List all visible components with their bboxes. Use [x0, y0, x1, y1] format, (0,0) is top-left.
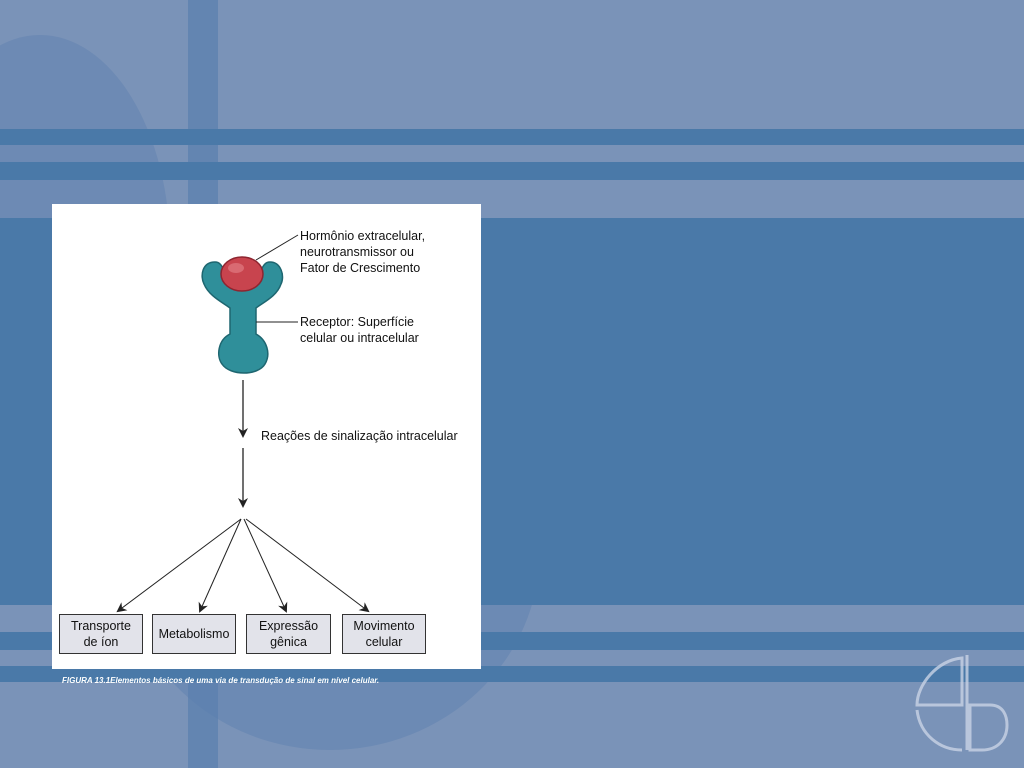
publisher-logo: [915, 655, 1009, 752]
hormone-ligand: [220, 256, 264, 292]
figure-caption: FIGURA 13.1Elementos básicos de uma via …: [62, 676, 380, 685]
target-box-metabolism: Metabolismo: [152, 614, 236, 654]
hormone-label: Hormônio extracelular, neurotransmissor …: [300, 229, 426, 275]
diagram-graphics: [116, 234, 370, 613]
arrow-to-ion-transport: [116, 518, 242, 613]
target-box-ion-transport: Transporte de íon: [59, 614, 143, 654]
target-box-gene-expression: Expressão gênica: [246, 614, 331, 654]
signal-transduction-figure: Hormônio extracelular, neurotransmissor …: [52, 204, 481, 669]
arrow-to-cell-movement: [245, 518, 370, 613]
arrow-to-metabolism: [198, 518, 242, 613]
reaction-label: Reações de sinalização intracelular: [261, 429, 458, 443]
hormone-leader-line: [255, 234, 299, 261]
receptor-label: Receptor: Superfície celular ou intracel…: [300, 315, 419, 345]
target-box-cell-movement: Movimento celular: [342, 614, 426, 654]
arrow-to-gene-expression: [243, 518, 288, 613]
